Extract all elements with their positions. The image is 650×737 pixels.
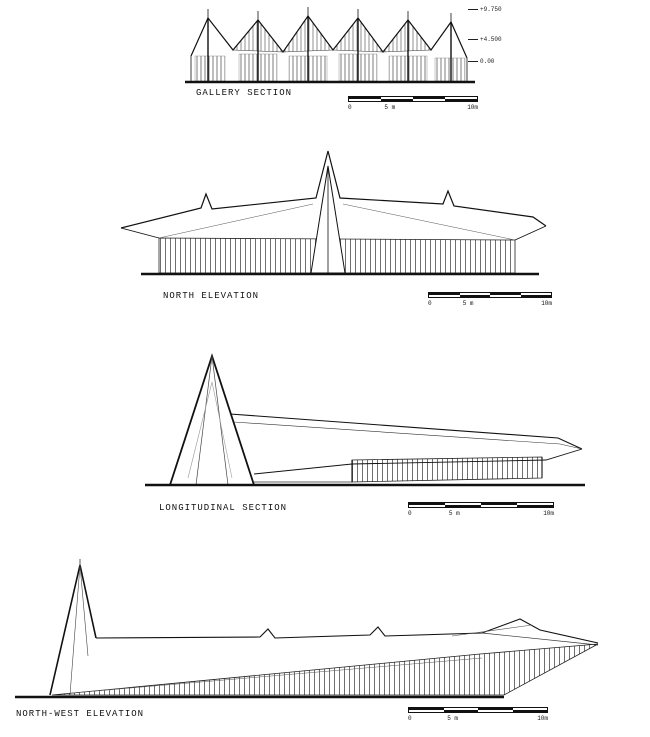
scale-tick-2: 10m xyxy=(537,715,548,722)
longitudinal-section-scale-bar: 0 5 m 10m xyxy=(408,502,554,518)
level-marker-base: 0.00 xyxy=(468,58,494,65)
scale-bar-graphic xyxy=(408,707,548,713)
level-marker-mid: +4.500 xyxy=(468,36,502,43)
north-elevation-figure xyxy=(113,146,553,291)
scale-tick-2: 10m xyxy=(467,104,478,111)
gallery-section-figure xyxy=(183,4,483,101)
north-west-elevation-drawing xyxy=(15,559,599,699)
gallery-section-title: GALLERY SECTION xyxy=(196,88,293,98)
scale-tick-1: 5 m xyxy=(384,104,396,111)
longitudinal-section-figure xyxy=(130,350,595,515)
gallery-section-scale-bar: 0 5 m 10m xyxy=(348,96,478,112)
scale-tick-1: 5 m xyxy=(462,300,474,307)
scale-tick-0: 0 xyxy=(428,300,432,307)
level-value: 0.00 xyxy=(480,58,495,65)
north-west-elevation-scale-bar: 0 5 m 10m xyxy=(408,707,548,723)
north-west-elevation-figure xyxy=(12,556,612,731)
level-marker-top: +9.750 xyxy=(468,6,502,13)
longitudinal-section-drawing xyxy=(145,353,585,487)
north-elevation-drawing xyxy=(120,150,547,276)
scale-tick-0: 0 xyxy=(408,715,412,722)
level-value: +9.750 xyxy=(480,6,502,13)
longitudinal-section-title: LONGITUDINAL SECTION xyxy=(159,503,288,513)
scale-tick-0: 0 xyxy=(348,104,352,111)
scale-tick-2: 10m xyxy=(543,510,554,517)
scale-tick-1: 5 m xyxy=(448,510,460,517)
level-tick-icon xyxy=(468,8,478,10)
scale-tick-2: 10m xyxy=(541,300,552,307)
level-value: +4.500 xyxy=(480,36,502,43)
scale-tick-1: 5 m xyxy=(447,715,458,722)
level-tick-icon xyxy=(468,38,478,40)
scale-bar-graphic xyxy=(428,292,552,298)
scale-bar-graphic xyxy=(408,502,554,508)
scale-tick-0: 0 xyxy=(408,510,412,517)
scale-bar-graphic xyxy=(348,96,478,102)
north-west-elevation-title: NORTH-WEST ELEVATION xyxy=(16,709,145,719)
gallery-section-drawing xyxy=(185,7,475,84)
north-elevation-scale-bar: 0 5 m 10m xyxy=(428,292,552,308)
level-tick-icon xyxy=(468,60,478,62)
north-elevation-title: NORTH ELEVATION xyxy=(163,291,260,301)
